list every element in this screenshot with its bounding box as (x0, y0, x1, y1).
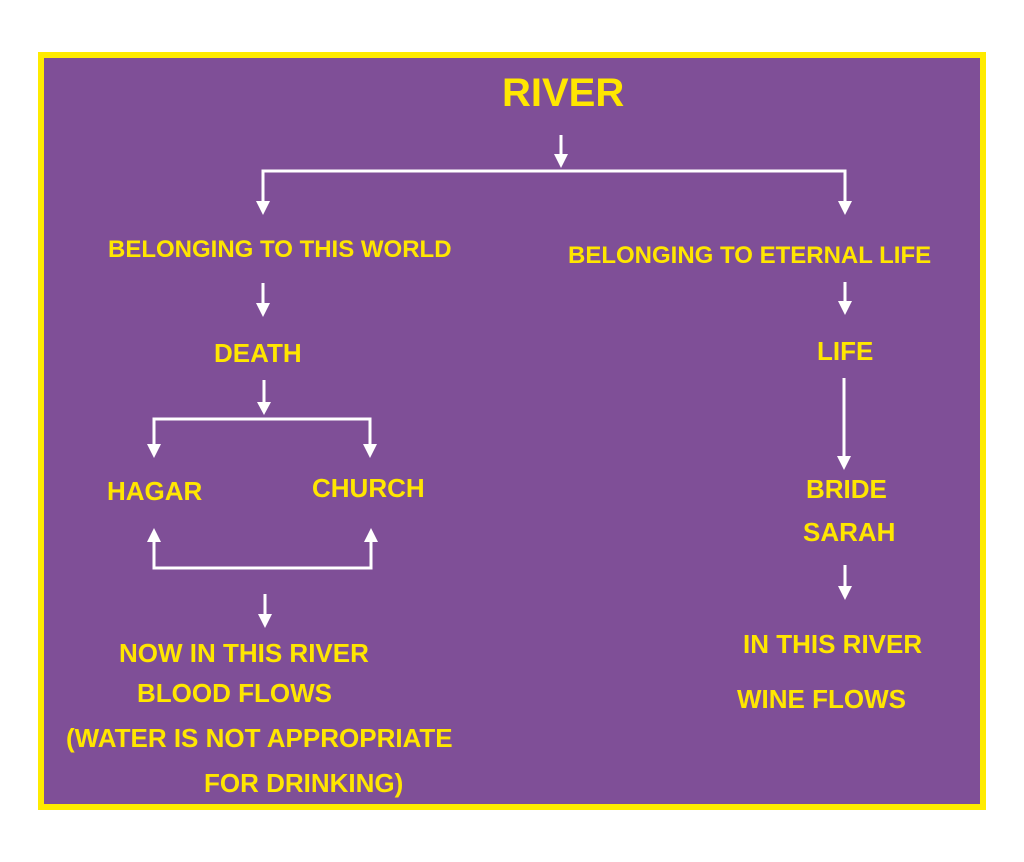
outcome-right-line-1: IN THIS RIVER (743, 629, 923, 659)
outcome-left-line-3: (WATER IS NOT APPROPRIATE (66, 723, 453, 753)
outcome-left-line-2: BLOOD FLOWS (137, 678, 332, 708)
node-bride: BRIDE (806, 474, 887, 504)
outcome-right-line-2: WINE FLOWS (737, 684, 906, 714)
outcome-left-line-1: NOW IN THIS RIVER (119, 638, 369, 668)
diagram-title: RIVER (502, 71, 625, 115)
node-church: CHURCH (312, 473, 425, 503)
node-death: DEATH (214, 338, 302, 368)
node-belonging-to-this-world: BELONGING TO THIS WORLD (108, 236, 452, 263)
outcome-left-line-4: FOR DRINKING) (204, 768, 404, 798)
node-hagar: HAGAR (107, 476, 203, 506)
node-belonging-to-eternal-life: BELONGING TO ETERNAL LIFE (568, 242, 932, 269)
node-life: LIFE (817, 336, 874, 366)
node-sarah: SARAH (803, 517, 896, 547)
